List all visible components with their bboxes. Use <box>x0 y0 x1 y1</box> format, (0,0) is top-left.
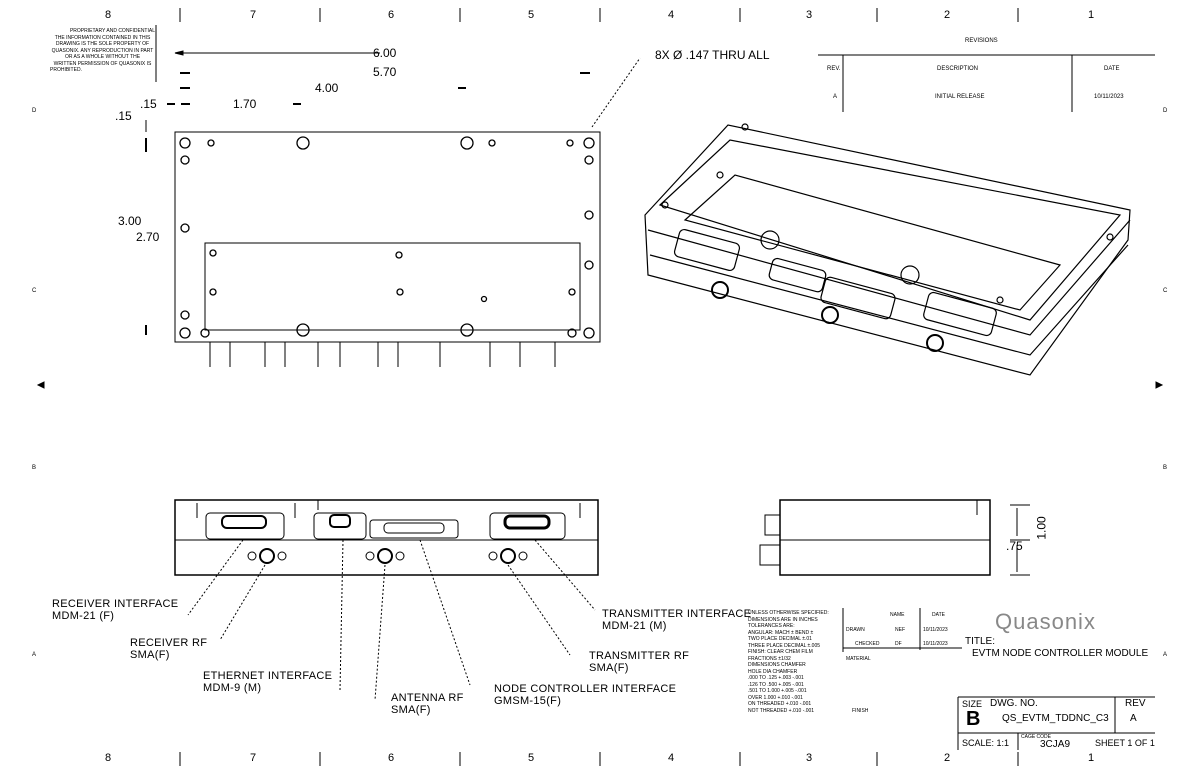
front-view <box>174 499 599 576</box>
dim-170: 1.70 <box>233 97 257 111</box>
hole-callout: 8X Ø .147 THRU ALL <box>655 48 770 62</box>
zone-row-a-right: A <box>1163 652 1168 658</box>
checked-label: CHECKED <box>855 641 880 647</box>
checked-date: 10/11/2023 <box>923 641 948 647</box>
dim-offset-y: .15 <box>115 109 132 123</box>
drawn-name: NEF <box>895 627 905 633</box>
tolerance-notes: UNLESS OTHERWISE SPECIFIED:DIMENSIONS AR… <box>748 610 829 714</box>
proprietary-line: PROHIBITED. <box>50 67 82 73</box>
drawn-label: DRAWN <box>846 627 865 633</box>
rev-label: REV <box>1125 698 1146 709</box>
drawing-title: EVTM NODE CONTROLLER MODULE <box>972 648 1149 659</box>
sheet-number: SHEET 1 OF 1 <box>1095 738 1155 748</box>
zone-col-8-bottom: 8 <box>105 752 112 764</box>
zone-col-3: 3 <box>806 9 813 21</box>
dim-hole-width: 2.70 <box>136 230 160 244</box>
cage-code: 3CJA9 <box>1040 739 1071 750</box>
zone-ticks <box>36 8 1164 766</box>
dim-400: 4.00 <box>315 81 339 95</box>
revision-description: INITIAL RELEASE <box>935 94 985 100</box>
zone-col-2-bottom: 2 <box>944 752 951 764</box>
top-view <box>174 131 601 367</box>
zone-row-d-right: D <box>1163 108 1168 114</box>
date-header: DATE <box>932 612 945 618</box>
zone-col-8: 8 <box>105 9 112 21</box>
zone-row-b: B <box>32 465 37 471</box>
name-header: NAME <box>890 612 905 618</box>
revision-value: A <box>1130 713 1137 724</box>
scale: SCALE: 1:1 <box>962 738 1010 748</box>
dim-hole-span: 5.70 <box>373 65 397 79</box>
title-label: TITLE: <box>965 636 996 647</box>
finish-label: FINISH <box>852 708 869 714</box>
proprietary-line: WRITTEN PERMISSION OF QUASONIX IS <box>53 60 152 67</box>
zone-col-5: 5 <box>528 9 535 21</box>
drawing-number: QS_EVTM_TDDNC_C3 <box>1002 713 1109 724</box>
dim-base-height: .75 <box>1006 539 1023 553</box>
dim-offset-x: .15 <box>140 97 157 111</box>
sheet-size: B <box>966 708 981 730</box>
size-label: SIZE <box>962 699 983 709</box>
zone-row-a: A <box>32 652 37 658</box>
revision-date: 10/11/2023 <box>1094 94 1124 100</box>
revisions-header-rev: REV. <box>827 66 841 72</box>
revisions-title: REVISIONS <box>965 38 998 44</box>
zone-col-3-bottom: 3 <box>806 752 813 764</box>
zone-col-6-bottom: 6 <box>388 752 395 764</box>
drawn-date: 10/11/2023 <box>923 627 948 633</box>
material-label: MATERIAL <box>846 656 871 662</box>
proprietary-line: DRAWING IS THE SOLE PROPERTY OF <box>55 41 150 47</box>
isometric-view <box>644 123 1131 376</box>
revisions-header-description: DESCRIPTION <box>937 66 979 72</box>
zone-col-7: 7 <box>250 9 257 21</box>
zone-row-c-right: C <box>1163 288 1168 294</box>
proprietary-notice: PROPRIETARY AND CONFIDENTIAL THE INFORMA… <box>50 28 155 74</box>
dwg-no-label: DWG. NO. <box>990 698 1038 709</box>
zone-row-b-right: B <box>1163 465 1168 471</box>
side-view <box>759 499 991 576</box>
zone-row-d: D <box>32 108 37 114</box>
proprietary-line: THE INFORMATION CONTAINED IN THIS <box>54 34 151 41</box>
revisions-table-lines <box>818 54 1155 112</box>
proprietary-line: QUASONIX. ANY REPRODUCTION IN PART <box>51 47 154 54</box>
zone-col-1: 1 <box>1088 9 1095 21</box>
checked-name: DF <box>895 641 902 647</box>
zone-col-1-bottom: 1 <box>1088 752 1095 764</box>
cage-code-label: CAGE CODE <box>1021 734 1052 740</box>
zone-row-c: C <box>32 288 37 294</box>
zone-col-5-bottom: 5 <box>528 752 535 764</box>
quasonix-logo: Quasonix <box>995 609 1096 634</box>
proprietary-line: OR AS A WHOLE WITHOUT THE <box>64 54 141 60</box>
leader-lines <box>187 539 596 701</box>
revision-rev: A <box>833 94 838 100</box>
proprietary-heading: PROPRIETARY AND CONFIDENTIAL <box>69 28 155 34</box>
title-block-lines <box>842 608 1155 750</box>
dim-overall-length: 6.00 <box>373 46 397 60</box>
dim-overall-width: 3.00 <box>118 214 142 228</box>
zone-col-4: 4 <box>668 9 675 21</box>
zone-col-4-bottom: 4 <box>668 752 675 764</box>
dim-height: 1.00 <box>1034 516 1049 540</box>
dimension-lines <box>145 50 1030 576</box>
zone-col-2: 2 <box>944 9 951 21</box>
revisions-header-date: DATE <box>1104 66 1120 72</box>
zone-col-7-bottom: 7 <box>250 752 257 764</box>
zone-col-6: 6 <box>388 9 395 21</box>
